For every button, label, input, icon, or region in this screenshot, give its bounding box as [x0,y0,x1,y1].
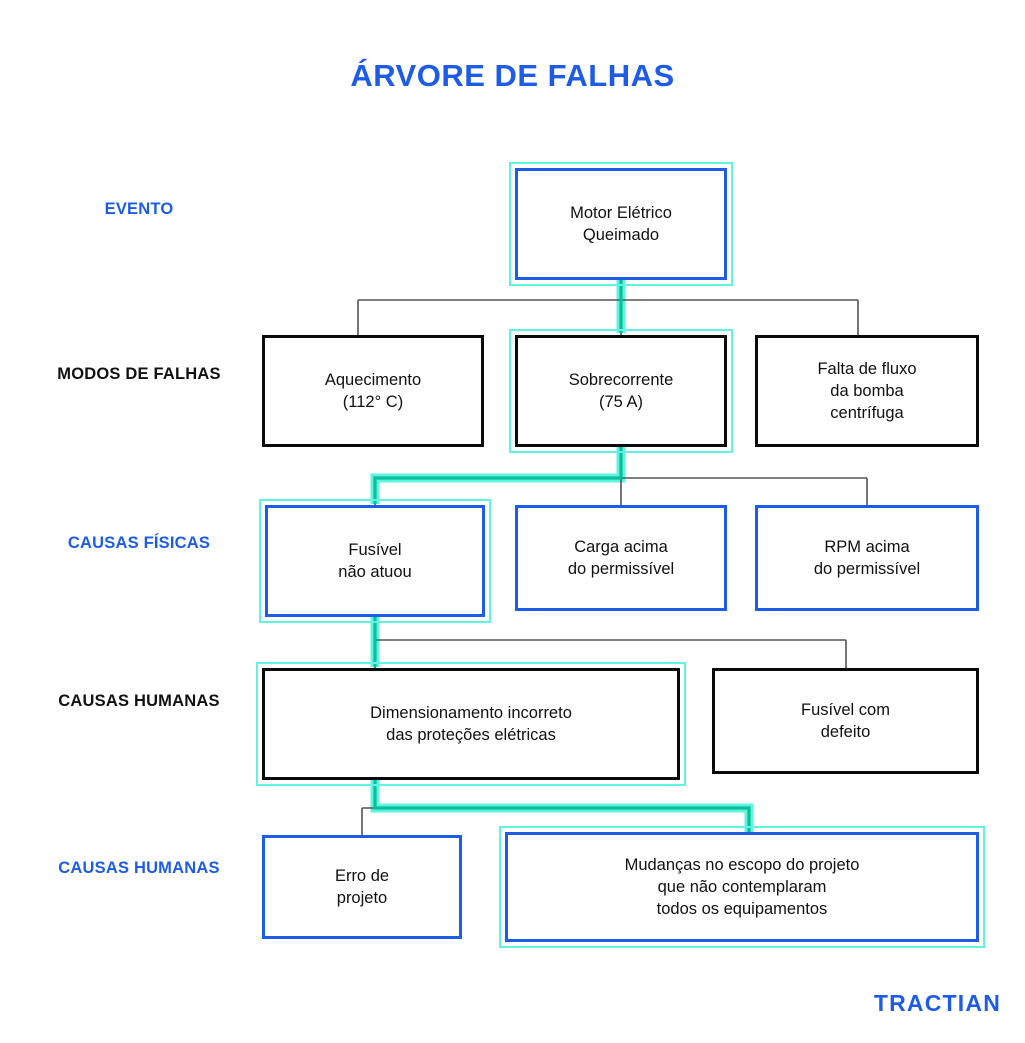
level-label-evento: EVENTO [104,200,174,218]
node-rpm-acima-permissivel[interactable]: RPM acima do permissível [755,505,979,611]
node-erro-de-projeto[interactable]: Erro de projeto [262,835,462,939]
node-carga-acima-permissivel[interactable]: Carga acima do permissível [515,505,727,611]
node-sobrecorrente[interactable]: Sobrecorrente (75 A) [509,329,733,453]
node-falta-de-fluxo-bomba[interactable]: Falta de fluxo da bomba centrífuga [755,335,979,447]
node-fusivel-com-defeito[interactable]: Fusível com defeito [712,668,979,774]
node-mudancas-no-escopo[interactable]: Mudanças no escopo do projeto que não co… [499,826,985,948]
page-title: ÁRVORE DE FALHAS [350,58,675,93]
node-dimensionamento-incorreto[interactable]: Dimensionamento incorreto das proteções … [256,662,686,786]
level-label-causas-humanas-2: CAUSAS HUMANAS [58,859,220,877]
level-label-modos-de-falhas: MODOS DE FALHAS [57,365,221,383]
tractian-logo: TRACTIAN [873,990,1001,1016]
node-fusivel-nao-atuou[interactable]: Fusível não atuou [259,499,491,623]
level-label-causas-fisicas: CAUSAS FÍSICAS [67,534,211,552]
node-motor-eletrico-queimado[interactable]: Motor Elétrico Queimado [509,162,733,286]
node-aquecimento[interactable]: Aquecimento (112° C) [262,335,484,447]
level-label-causas-humanas-1: CAUSAS HUMANAS [58,692,220,710]
